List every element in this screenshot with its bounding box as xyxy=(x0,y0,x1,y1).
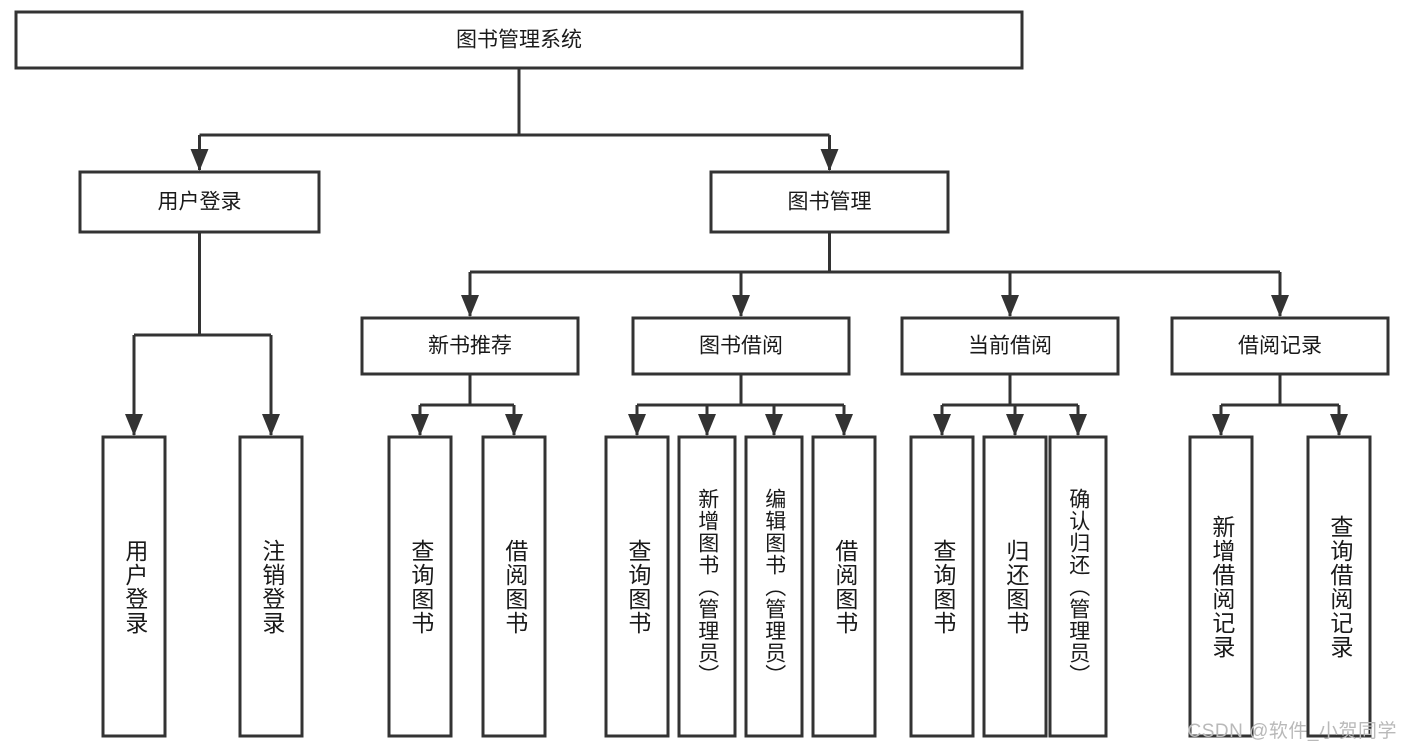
arrow-head-icon xyxy=(411,414,429,436)
node-box-borrow-record[interactable] xyxy=(1170,316,1390,376)
node-label-leaf-add-book: 新增图书（管理员） xyxy=(695,487,719,686)
node-label-book-manage: 图书管理 xyxy=(788,191,872,214)
arrow-head-icon xyxy=(1271,295,1289,317)
node-label-leaf-query-record-wrap: 查询借阅记录 xyxy=(1308,437,1370,736)
node-boxes-layer xyxy=(14,10,1390,738)
node-label-leaf-query-book-3: 查询图书 xyxy=(929,538,956,635)
node-label-leaf-query-book-1: 查询图书 xyxy=(407,538,434,635)
arrow-head-icon xyxy=(262,414,280,436)
node-label-borrow-record: 借阅记录 xyxy=(1238,335,1322,358)
arrow-head-icon xyxy=(628,414,646,436)
arrow-head-icon xyxy=(1212,414,1230,436)
node-box-book-manage[interactable] xyxy=(709,170,950,234)
node-label-current-borrow: 当前借阅 xyxy=(968,335,1052,358)
node-box-leaf-add-book[interactable] xyxy=(677,435,737,738)
node-label-book-borrow: 图书借阅 xyxy=(699,335,783,358)
arrow-head-icon xyxy=(820,149,839,171)
node-label-user-login: 用户登录 xyxy=(158,191,242,214)
arrow-head-icon xyxy=(1006,414,1024,436)
node-label-leaf-confirm-return: 确认归还（管理员） xyxy=(1066,487,1090,686)
node-box-new-book-recommend[interactable] xyxy=(360,316,580,376)
node-box-current-borrow[interactable] xyxy=(900,316,1120,376)
arrow-head-icon xyxy=(698,414,716,436)
node-label-leaf-borrow-book-1: 借阅图书 xyxy=(501,538,528,635)
node-box-leaf-edit-book[interactable] xyxy=(744,435,804,738)
node-label-leaf-borrow-book-2-wrap: 借阅图书 xyxy=(813,437,875,736)
node-box-leaf-logout-login[interactable] xyxy=(238,435,304,738)
node-box-book-borrow[interactable] xyxy=(631,316,851,376)
node-label-leaf-logout-login: 注销登录 xyxy=(258,538,285,635)
arrow-head-icon xyxy=(933,414,951,436)
csdn-watermark: CSDN @软件_小贺同学 xyxy=(1187,721,1397,742)
arrow-head-icon xyxy=(835,414,853,436)
node-box-leaf-query-book-2[interactable] xyxy=(604,435,670,738)
arrow-head-icon xyxy=(125,414,143,436)
node-label-leaf-query-book-1-wrap: 查询图书 xyxy=(389,437,451,736)
arrow-head-icon xyxy=(765,414,783,436)
node-box-user-login[interactable] xyxy=(78,170,321,234)
node-label-leaf-borrow-book-1-wrap: 借阅图书 xyxy=(483,437,545,736)
node-box-leaf-borrow-book-1[interactable] xyxy=(481,435,547,738)
node-label-leaf-edit-book-wrap: 编辑图书（管理员） xyxy=(746,437,802,736)
node-box-leaf-add-record[interactable] xyxy=(1188,435,1254,738)
arrow-head-icon xyxy=(1001,295,1019,317)
node-box-leaf-return-book[interactable] xyxy=(982,435,1048,738)
node-label-title: 图书管理系统 xyxy=(456,29,582,52)
node-label-leaf-query-record: 查询借阅记录 xyxy=(1326,514,1353,659)
node-label-leaf-confirm-return-wrap: 确认归还（管理员） xyxy=(1050,437,1106,736)
node-label-leaf-add-book-wrap: 新增图书（管理员） xyxy=(679,437,735,736)
arrow-head-icon xyxy=(1330,414,1348,436)
node-label-leaf-user-login: 用户登录 xyxy=(121,538,148,635)
node-label-leaf-borrow-book-2: 借阅图书 xyxy=(831,538,858,635)
node-box-leaf-user-login[interactable] xyxy=(101,435,167,738)
node-box-leaf-query-book-3[interactable] xyxy=(909,435,975,738)
node-box-leaf-query-record[interactable] xyxy=(1306,435,1372,738)
arrow-head-icon xyxy=(732,295,750,317)
node-label-leaf-add-record: 新增借阅记录 xyxy=(1208,514,1235,659)
arrow-head-icon xyxy=(461,295,479,317)
node-box-leaf-borrow-book-2[interactable] xyxy=(811,435,877,738)
node-label-leaf-query-book-2-wrap: 查询图书 xyxy=(606,437,668,736)
node-box-title[interactable] xyxy=(14,10,1024,70)
node-label-leaf-query-book-2: 查询图书 xyxy=(624,538,651,635)
node-label-leaf-logout-login-wrap: 注销登录 xyxy=(240,437,302,736)
arrow-head-icon xyxy=(1069,414,1087,436)
node-label-leaf-return-book: 归还图书 xyxy=(1002,538,1029,635)
node-box-leaf-confirm-return[interactable] xyxy=(1048,435,1108,738)
node-label-leaf-edit-book: 编辑图书（管理员） xyxy=(762,487,786,686)
node-label-new-book-recommend: 新书推荐 xyxy=(428,335,512,358)
node-box-leaf-query-book-1[interactable] xyxy=(387,435,453,738)
node-label-leaf-add-record-wrap: 新增借阅记录 xyxy=(1190,437,1252,736)
node-label-leaf-user-login-wrap: 用户登录 xyxy=(103,437,165,736)
arrow-head-icon xyxy=(505,414,523,436)
node-label-leaf-query-book-3-wrap: 查询图书 xyxy=(911,437,973,736)
node-label-leaf-return-book-wrap: 归还图书 xyxy=(984,437,1046,736)
arrow-head-icon xyxy=(190,149,209,171)
connectors-layer xyxy=(125,68,1348,436)
